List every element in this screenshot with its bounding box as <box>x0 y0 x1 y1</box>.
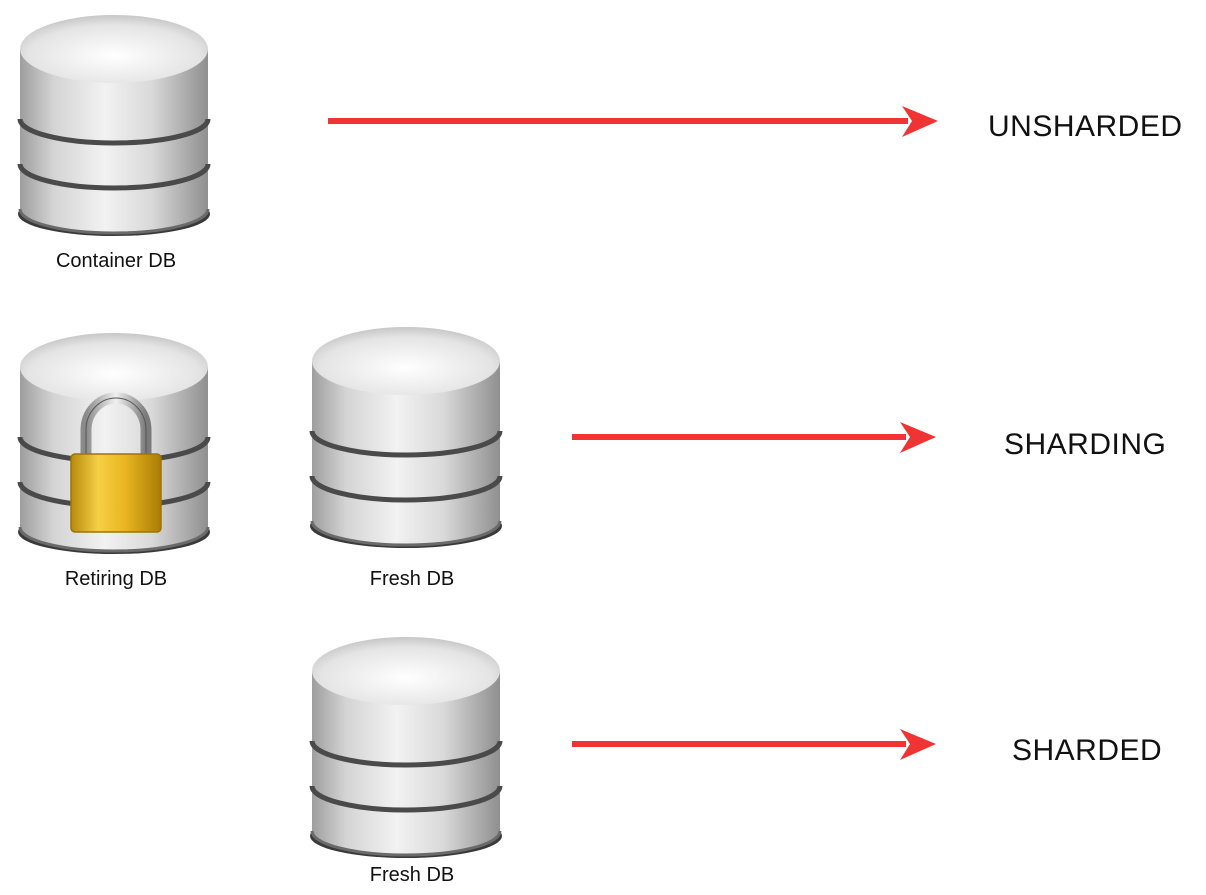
locked-database-icon <box>16 332 212 557</box>
state-label-unsharded: UNSHARDED <box>988 110 1183 143</box>
database-icon <box>16 14 212 239</box>
fresh-db-label: Fresh DB <box>369 864 455 886</box>
state-label-sharding: SHARDING <box>1004 428 1167 461</box>
database-icon <box>308 326 504 551</box>
container-db-label: Container DB <box>55 250 177 272</box>
fresh-db-label: Fresh DB <box>369 568 455 590</box>
retiring-db-label: Retiring DB <box>64 568 168 590</box>
state-label-sharded: SHARDED <box>1012 734 1163 767</box>
arrow-icon <box>572 422 936 453</box>
arrow-icon <box>572 729 936 760</box>
database-icon <box>308 636 504 861</box>
arrow-icon <box>328 106 938 137</box>
